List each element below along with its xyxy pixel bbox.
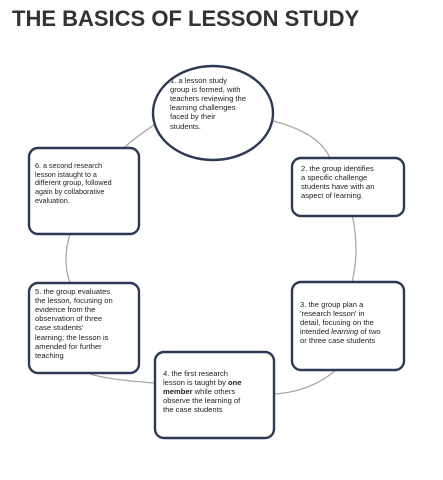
step-6-text: 6. a second research lesson istaught to … [35,161,112,205]
step-3-text-b: of two or three case students [300,327,381,346]
step-6-box [27,146,141,236]
step-2-text: 2. the group identifies a specific chall… [301,164,375,201]
connector-4-5 [89,373,156,384]
step-4-text: 4. the first research lesson is taught b… [163,369,242,415]
connector-3-4 [273,369,337,395]
step-5-text: 5. the group evaluates the lesson, focus… [35,287,113,360]
connector-2-3 [351,213,357,283]
connector-5-6 [65,233,71,284]
step-3-text-emphasis: learning [331,327,359,337]
step-3-text-a: 3. the group plan a 'research lesson' in… [300,300,374,337]
step-3-text: 3. the group plan a 'research lesson' in… [300,300,381,346]
step-5-box [27,281,141,375]
step-3-box [290,280,406,372]
step-1-text: 1. a lesson study group is formed, with … [170,76,246,131]
step-1-ellipse [151,64,275,162]
step-4-text-b: while others observe the learning of the… [163,387,241,415]
step-4-text-strong: one member [163,378,242,397]
step-2-box [290,156,406,218]
step-4-box [153,350,276,440]
step-4-text-a: 4. the first research lesson is taught b… [163,369,228,388]
page-title: THE BASICS OF LESSON STUDY [12,6,360,31]
